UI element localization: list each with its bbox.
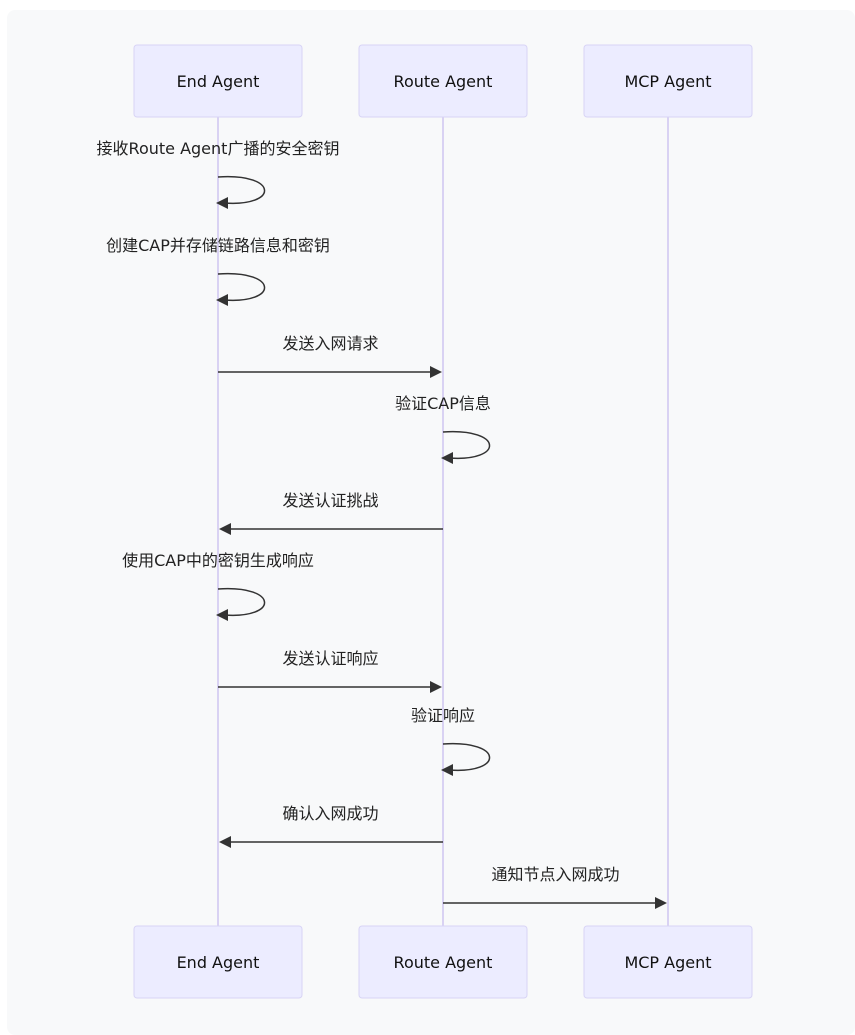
message-5: 发送认证挑战 [219, 491, 443, 535]
arrowhead [430, 681, 442, 693]
message-label: 发送认证响应 [282, 649, 378, 668]
message-2: 创建CAP并存储链路信息和密钥 [106, 236, 330, 306]
actor-mcp-top: MCP Agent [583, 44, 753, 118]
actor-label: MCP Agent [624, 953, 711, 972]
message-label: 发送入网请求 [282, 334, 378, 353]
actor-route-top: Route Agent [358, 44, 528, 118]
message-label: 使用CAP中的密钥生成响应 [122, 551, 314, 570]
message-1: 接收Route Agent广播的安全密钥 [97, 139, 340, 209]
message-label: 验证响应 [411, 706, 475, 725]
message-4: 验证CAP信息 [395, 394, 491, 464]
arrowhead [219, 836, 231, 848]
actor-label: Route Agent [394, 953, 493, 972]
actor-label: MCP Agent [624, 72, 711, 91]
self-arrow-line [442, 742, 491, 772]
actor-route-bottom: Route Agent [358, 925, 528, 999]
diagram-background [7, 10, 855, 1035]
actor-mcp-bottom: MCP Agent [583, 925, 753, 999]
actor-box [583, 925, 753, 999]
message-label: 接收Route Agent广播的安全密钥 [97, 139, 340, 158]
actor-box [583, 44, 753, 118]
message-7: 发送认证响应 [218, 649, 442, 693]
actors-top: End Agent Route Agent MCP Agent [133, 44, 753, 118]
self-arrow-line [442, 430, 491, 460]
actor-box [133, 44, 303, 118]
actor-label: Route Agent [394, 72, 493, 91]
actors-bottom: End Agent Route Agent MCP Agent [133, 925, 753, 999]
arrowhead [216, 294, 228, 306]
actor-box [133, 925, 303, 999]
actor-end-top: End Agent [133, 44, 303, 118]
message-8: 验证响应 [411, 706, 491, 776]
arrowhead [430, 366, 442, 378]
message-6: 使用CAP中的密钥生成响应 [122, 551, 314, 621]
actor-label: End Agent [177, 953, 260, 972]
messages: 接收Route Agent广播的安全密钥创建CAP并存储链路信息和密钥发送入网请… [97, 139, 667, 909]
message-label: 通知节点入网成功 [491, 865, 619, 884]
message-label: 发送认证挑战 [282, 491, 378, 510]
actor-box [358, 44, 528, 118]
actor-end-bottom: End Agent [133, 925, 303, 999]
message-label: 确认入网成功 [282, 804, 378, 823]
arrowhead [216, 609, 228, 621]
self-arrow-line [217, 175, 266, 205]
self-arrow-line [217, 272, 266, 302]
arrowhead [441, 764, 453, 776]
arrowhead [441, 452, 453, 464]
message-3: 发送入网请求 [218, 334, 442, 378]
arrowhead [655, 897, 667, 909]
message-label: 验证CAP信息 [395, 394, 491, 413]
message-9: 确认入网成功 [219, 804, 443, 848]
arrowhead [216, 197, 228, 209]
message-label: 创建CAP并存储链路信息和密钥 [106, 236, 330, 255]
actor-box [358, 925, 528, 999]
lifelines [217, 117, 669, 926]
actor-label: End Agent [177, 72, 260, 91]
self-arrow-line [217, 587, 266, 617]
arrowhead [219, 523, 231, 535]
message-10: 通知节点入网成功 [443, 865, 667, 909]
